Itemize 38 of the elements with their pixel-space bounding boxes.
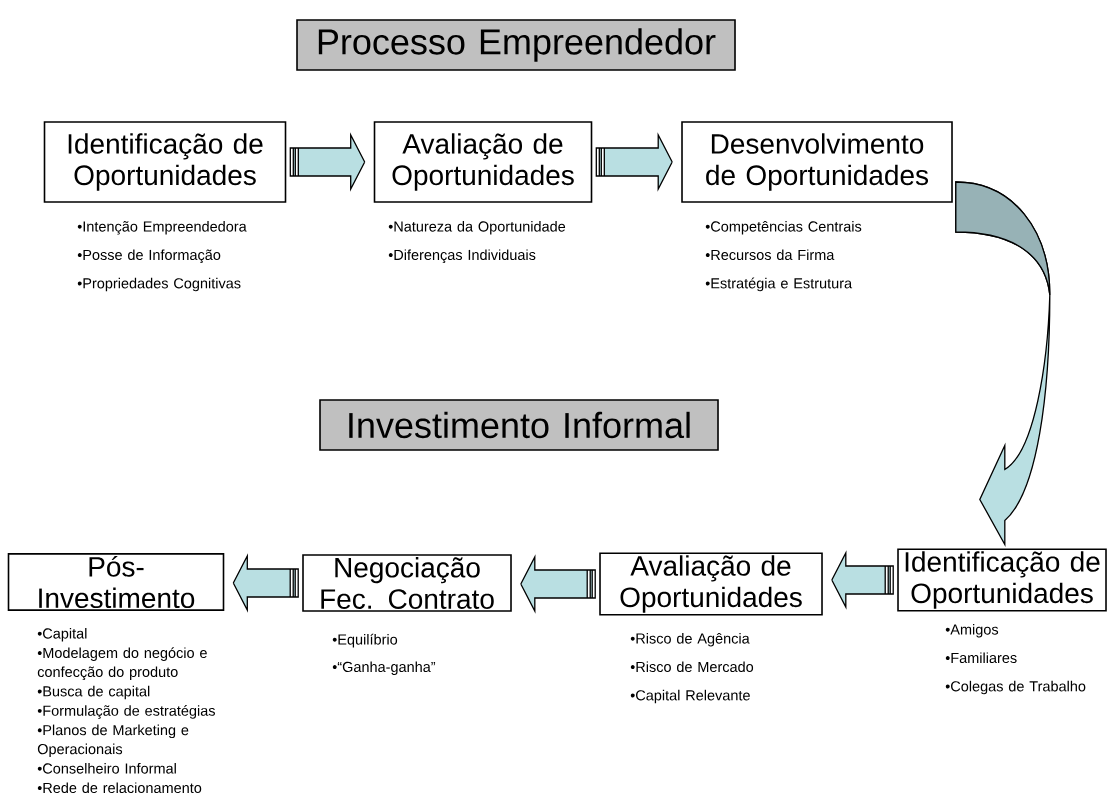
- title-box: Processo Empreendedor: [296, 19, 736, 71]
- bullet-item: •Modelagem do negócio e confecção do produto: [37, 647, 207, 680]
- bullet-item: •Natureza da Oportunidade: [388, 221, 566, 235]
- bullet-item: •Estratégia e Estrutura: [705, 277, 853, 292]
- bullet-item: •Formulação de estratégias: [37, 705, 215, 719]
- bullet-item: •Familiares: [945, 652, 1017, 664]
- bullet-item: •Equilíbrio: [332, 633, 398, 648]
- bullet-item: •Colegas de Trabalho: [945, 680, 1086, 695]
- process-box: Pós-Investimento: [7, 553, 225, 611]
- process-box: Desenvolvimento de Oportunidades: [681, 121, 953, 203]
- bullet-item: •Diferenças Individuais: [388, 249, 536, 263]
- process-box: Avaliação de Oportunidades: [373, 121, 593, 203]
- bullet-item: •“Ganha-ganha”: [332, 661, 436, 675]
- bullet-item: •Planos de Marketing e Operacionais: [37, 724, 189, 758]
- process-box: Identificação de Oportunidades: [897, 548, 1107, 612]
- bullet-item: •Propriedades Cognitivas: [77, 277, 241, 292]
- block-arrow: [232, 553, 299, 613]
- block-arrow: [520, 554, 596, 614]
- block-arrow: [595, 132, 673, 192]
- bullet-item: •Competências Centrais: [705, 220, 862, 235]
- process-box: Avaliação de Oportunidades: [599, 552, 823, 616]
- bullet-item: •Capital: [37, 628, 87, 642]
- bullet-item: •Risco de Mercado: [630, 661, 754, 673]
- bullet-item: •Recursos da Firma: [705, 249, 835, 261]
- bullet-item: •Capital Relevante: [630, 689, 750, 704]
- process-box: Negociação Fec. Contrato: [302, 554, 512, 612]
- bullet-item: •Conselheiro Informal: [37, 763, 176, 774]
- bullet-item: •Busca de capital: [37, 685, 150, 700]
- curved-arrow: [955, 181, 1051, 546]
- bullet-item: •Amigos: [945, 624, 999, 638]
- bullet-item: •Posse de Informação: [77, 249, 221, 263]
- block-arrow: [289, 132, 366, 192]
- title-box: Investimento Informal: [319, 399, 719, 451]
- bullet-item: •Risco de Agência: [630, 632, 750, 647]
- block-arrow: [831, 550, 894, 610]
- process-box: Identificação de Oportunidades: [43, 121, 287, 203]
- bullet-item: •Intenção Empreendedora: [77, 221, 247, 235]
- bullet-item: •Rede de relacionamento: [37, 782, 202, 794]
